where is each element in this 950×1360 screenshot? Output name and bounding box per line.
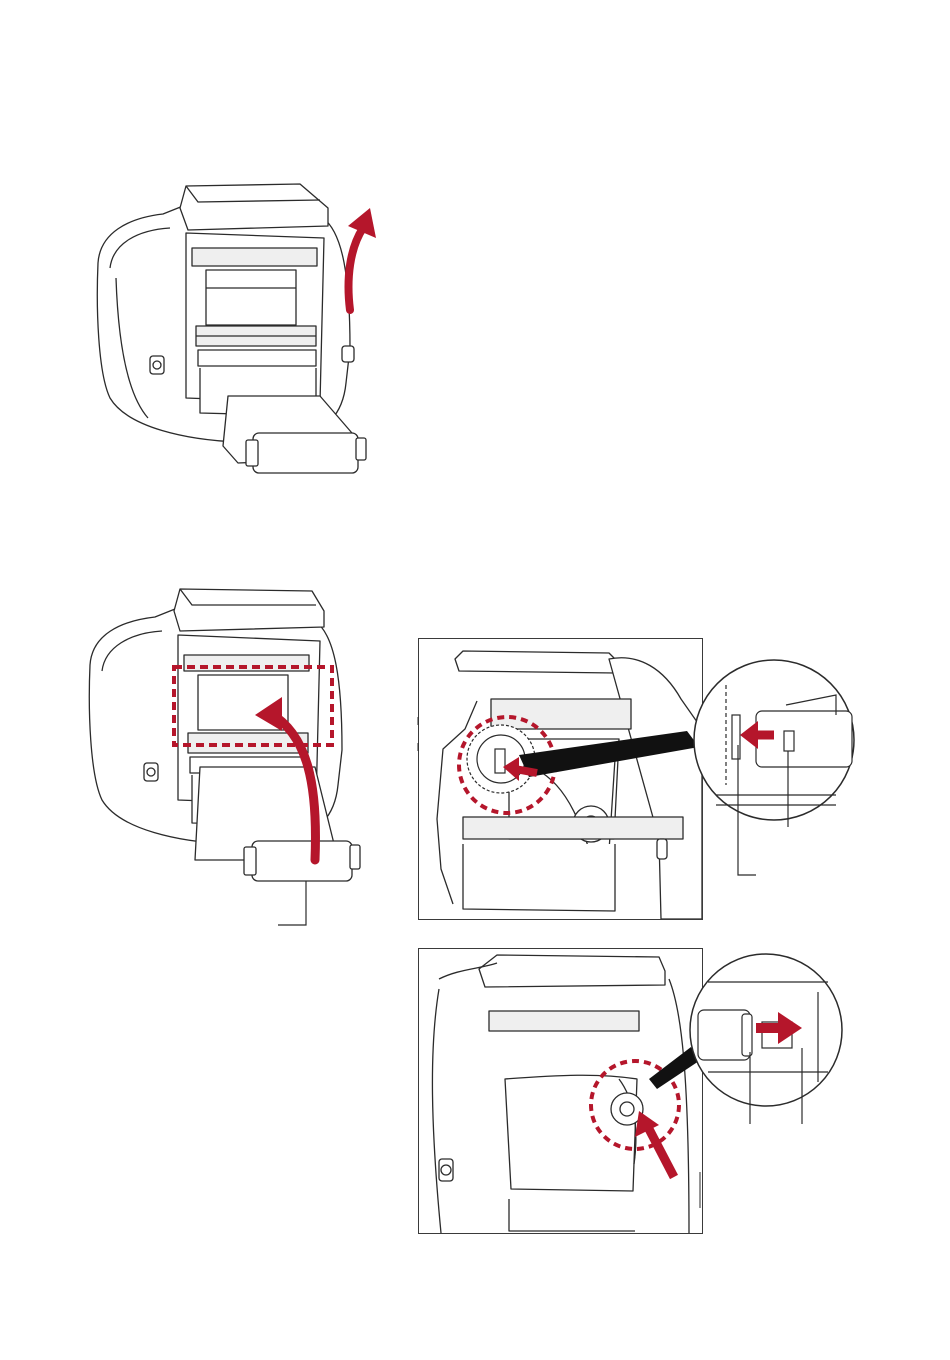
figure-open-cover: [88, 178, 378, 488]
curved-arrow-icon: [349, 228, 363, 310]
figure-route-ribbon: [80, 585, 380, 930]
printer-icon: [97, 184, 366, 473]
printer-open-cover-illustration: [88, 178, 378, 488]
ribbon-roll-icon: [252, 841, 352, 881]
panel-b-right-tick: [696, 1170, 704, 1210]
arrow-icon: [635, 1111, 674, 1177]
magnifier-callout-icon: [686, 655, 856, 885]
printer-route-ribbon-illustration: [80, 585, 380, 930]
detail-panel-supply-gear: [418, 638, 703, 920]
magnifier-callout-icon: [678, 952, 850, 1127]
ribbon-roll-icon: [253, 433, 358, 473]
panel-a-left-ticks: [414, 715, 422, 755]
magnifier-rewind-spindle: [678, 952, 850, 1127]
detail-panel-rewind-spindle: [418, 948, 703, 1234]
supply-gear-illustration: [419, 639, 702, 919]
magnifier-supply-gear: [686, 655, 856, 885]
leader-line-icon: [278, 881, 306, 925]
rewind-spindle-illustration: [419, 949, 702, 1233]
